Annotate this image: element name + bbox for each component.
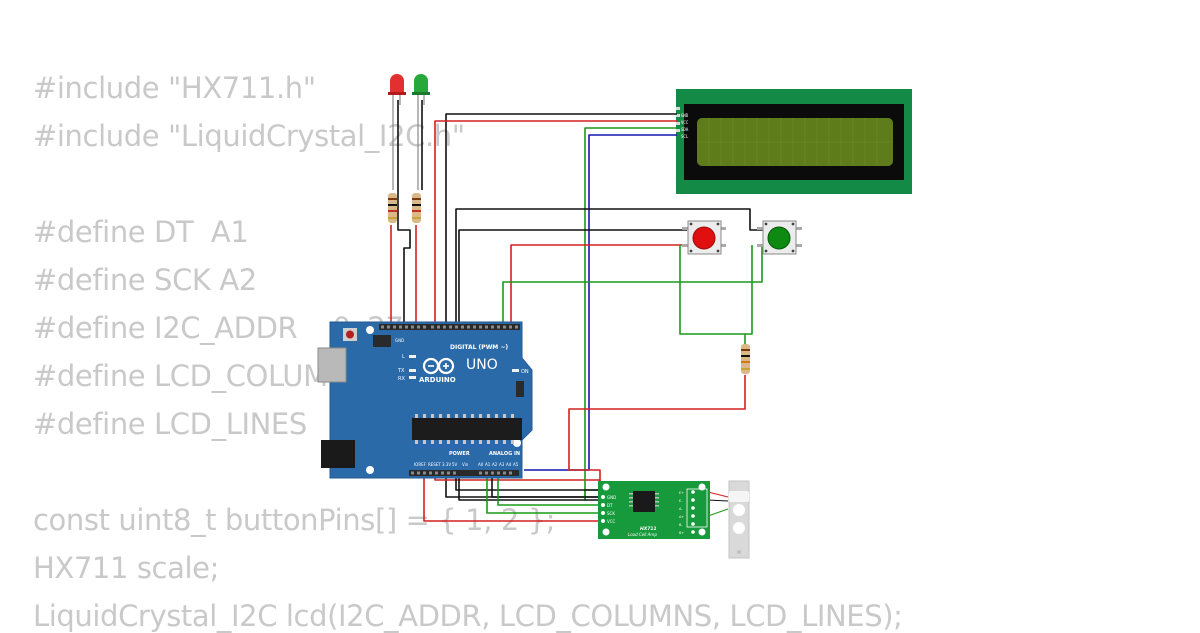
- hx711-title: HX711: [640, 526, 657, 532]
- wire-button-green-signal[interactable]: [502, 245, 763, 328]
- resistor-led-red[interactable]: [388, 193, 397, 223]
- atmega-chip: [412, 418, 522, 440]
- wire-hx711-gnd[interactable]: [491, 470, 600, 498]
- wire-hx711-vcc[interactable]: [423, 470, 600, 522]
- label-a2: A2: [492, 462, 498, 467]
- code-line-5: #define SCK A2: [33, 263, 257, 297]
- button-cap-green[interactable]: [767, 226, 791, 250]
- label-arduino: ARDUINO: [419, 376, 456, 384]
- hx711-module[interactable]: GND DT SCK VCC E+ E- A- A+ B- B+ HX711 L…: [598, 481, 710, 539]
- hx711-subtitle: Load Cell Amp: [628, 532, 657, 537]
- label-ioref: IOREF: [414, 462, 427, 467]
- label-uno: UNO: [466, 357, 498, 373]
- button-cap-red[interactable]: [692, 226, 716, 250]
- lcd-pin-header: GND VCC SDA SCL: [676, 107, 689, 139]
- label-a1: A1: [485, 462, 491, 467]
- label-5v: 5V: [452, 462, 458, 467]
- label-a3: A3: [499, 462, 505, 467]
- code-line-12: LiquidCrystal_I2C lcd(I2C_ADDR, LCD_COLU…: [33, 599, 903, 633]
- lcd-character-grid: [697, 118, 893, 166]
- pushbutton-green[interactable]: [757, 220, 802, 255]
- label-3v3: 3.3V: [442, 462, 451, 467]
- hx711-pin-eplus: E+: [679, 491, 684, 495]
- label-reset: RESET: [428, 462, 441, 467]
- resistor-icon: [388, 193, 397, 223]
- wire-button-red-signal[interactable]: [510, 244, 687, 328]
- label-gnd: GND: [395, 338, 404, 343]
- hx711-pin-bminus: B-: [679, 523, 683, 527]
- wire-lcd-sda[interactable]: [584, 127, 677, 500]
- hx711-pin-gnd: GND: [607, 495, 616, 500]
- resistor-pulldown[interactable]: [741, 344, 750, 374]
- lcd-pin-scl: SCL: [681, 134, 689, 139]
- wire-resistor-vcc[interactable]: [568, 375, 746, 520]
- hx711-pin-aminus: A-: [679, 507, 683, 511]
- arduino-uno[interactable]: AREF GND DIGITAL (PWM ~) L TX RX ON ARDU…: [317, 321, 533, 479]
- hx711-pin-bplus: B+: [679, 531, 684, 535]
- pushbutton-red[interactable]: [682, 220, 726, 255]
- lcd-pin-vcc: VCC: [681, 120, 689, 125]
- led-icon: [390, 74, 404, 92]
- power-jack: [321, 440, 355, 468]
- resistor-led-green[interactable]: [412, 193, 421, 223]
- usb-port: [317, 347, 347, 383]
- led-icon: [414, 74, 428, 92]
- resistor-icon: [412, 193, 421, 223]
- label-a0: A0: [478, 462, 484, 467]
- arduino-logo: ARDUINO UNO: [419, 357, 498, 384]
- load-cell[interactable]: [728, 480, 750, 559]
- hx711-pin-sck: SCK: [607, 511, 615, 516]
- lcd-pin-gnd: GND: [681, 113, 689, 118]
- label-power: POWER: [449, 451, 470, 457]
- hx711-pin-aplus: A+: [679, 515, 684, 519]
- wire-button-gnd-2[interactable]: [455, 208, 765, 491]
- label-l: L: [402, 354, 405, 360]
- code-line-2: #include "LiquidCrystal_I2C.h": [33, 119, 465, 153]
- label-digital: DIGITAL (PWM ~): [450, 344, 508, 351]
- wire-hx711-sck[interactable]: [486, 470, 600, 514]
- hx711-chip: [633, 491, 655, 512]
- label-vin: Vin: [462, 462, 469, 467]
- label-rx: RX: [398, 376, 405, 382]
- hx711-pin-dt: DT: [607, 503, 613, 508]
- wire-led-gnd[interactable]: [397, 100, 411, 322]
- wire-lcd-scl[interactable]: [524, 134, 677, 471]
- lcd-pin-sda: SDA: [681, 127, 689, 132]
- wire-hx711-dt[interactable]: [497, 470, 600, 506]
- code-line-4: #define DT A1: [33, 215, 249, 249]
- code-line-11: HX711 scale;: [33, 551, 219, 585]
- code-line-10: const uint8_t buttonPins[] = { 1, 2 };: [33, 503, 556, 537]
- label-analog-in: ANALOG IN: [489, 451, 520, 457]
- hx711-pin-vcc: VCC: [607, 519, 616, 524]
- code-line-1: #include "HX711.h": [33, 71, 316, 105]
- led-red[interactable]: [388, 74, 406, 190]
- power-analog-header: [409, 470, 519, 476]
- led-green[interactable]: [412, 74, 430, 190]
- label-tx: TX: [397, 368, 405, 374]
- resistor-icon: [741, 344, 750, 374]
- label-a5: A5: [513, 462, 519, 467]
- hx711-pin-eminus: E-: [679, 499, 683, 503]
- label-a4: A4: [506, 462, 512, 467]
- lcd-display[interactable]: GND VCC SDA SCL: [676, 89, 912, 194]
- code-line-8: #define LCD_LINES 2: [33, 407, 352, 441]
- label-on: ON: [521, 369, 529, 375]
